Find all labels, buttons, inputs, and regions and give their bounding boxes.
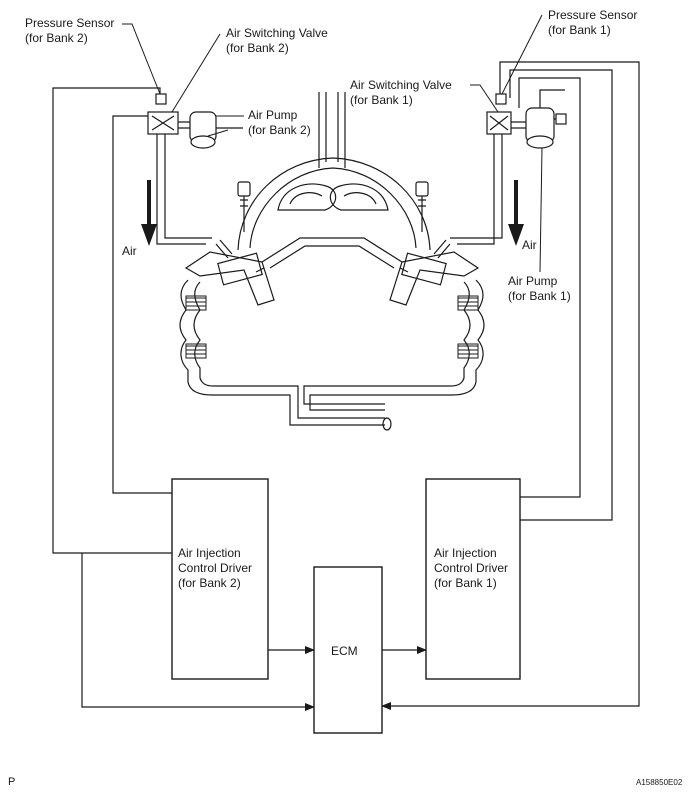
air-arrow-right-shaft bbox=[514, 180, 518, 226]
leader-air-pump-b1 bbox=[539, 147, 543, 273]
hose-b2 bbox=[178, 121, 190, 129]
air-right-label: Air bbox=[522, 238, 537, 252]
exhaust-port-b2-lower bbox=[185, 343, 207, 359]
injector-right-icon bbox=[415, 181, 429, 197]
pressure-sensor-b2-icon bbox=[155, 93, 167, 105]
wire-b1-inner bbox=[518, 77, 581, 498]
exhaust-port-b1-upper bbox=[457, 295, 479, 311]
air-left-label: Air bbox=[122, 244, 137, 258]
wire-b1-mid bbox=[509, 69, 613, 521]
exhaust-port-b1-lower bbox=[457, 343, 479, 359]
driver-b2-box bbox=[171, 478, 269, 680]
wire-b1-outer bbox=[381, 61, 640, 710]
hose-b1 bbox=[509, 121, 526, 129]
air-pipe-b2 bbox=[156, 132, 212, 245]
air-switching-valve-b1-label: Air Switching Valve(for Bank 1) bbox=[350, 78, 452, 107]
leader-pressure-sensor-b2 bbox=[122, 23, 161, 95]
ecm-box bbox=[313, 566, 383, 734]
driver-b1-box bbox=[425, 478, 521, 680]
leader-air-switching-valve-b2 bbox=[171, 33, 221, 113]
pressure-sensor-b1-label: Pressure Sensor(for Bank 1) bbox=[548, 8, 638, 37]
wire-b2-outer bbox=[52, 87, 172, 554]
air-arrow-left-head bbox=[141, 224, 157, 246]
air-pump-b1-label: Air Pump(for Bank 1) bbox=[508, 274, 571, 303]
footer-right-code: A158850E02 bbox=[636, 778, 683, 787]
air-arrow-right-head bbox=[508, 224, 524, 246]
injector-left-icon bbox=[237, 181, 251, 197]
air-flow-arrows bbox=[141, 180, 524, 246]
engine-block bbox=[184, 251, 275, 306]
wire-b2-inner bbox=[112, 115, 172, 494]
air-pump-b2-label: Air Pump(for Bank 2) bbox=[248, 108, 311, 137]
air-pipe-b1 bbox=[450, 132, 503, 245]
air-arrow-left-shaft bbox=[147, 180, 151, 226]
leader-pressure-sensor-b1 bbox=[501, 14, 543, 95]
pressure-sensor-b1-icon bbox=[495, 93, 507, 105]
pressure-sensor-b2-label: Pressure Sensor(for Bank 2) bbox=[25, 16, 115, 45]
exhaust-manifold-b1 bbox=[309, 279, 485, 411]
wire-b2-ecm bbox=[81, 553, 315, 711]
ecm-label: ECM bbox=[331, 644, 358, 658]
intake-plenum bbox=[237, 157, 431, 251]
intake-duct-right bbox=[337, 92, 346, 168]
leader-air-switching-valve-b1 bbox=[470, 84, 499, 113]
exhaust-manifold-b2 bbox=[179, 279, 385, 426]
intake-duct-left bbox=[318, 92, 327, 168]
leader-air-pump-b2-bottom bbox=[207, 129, 229, 137]
exhaust-port-b2-upper bbox=[185, 295, 207, 311]
air-switching-valve-b2-label: Air Switching Valve(for Bank 2) bbox=[226, 26, 328, 55]
footer-left-code: P bbox=[8, 776, 16, 788]
